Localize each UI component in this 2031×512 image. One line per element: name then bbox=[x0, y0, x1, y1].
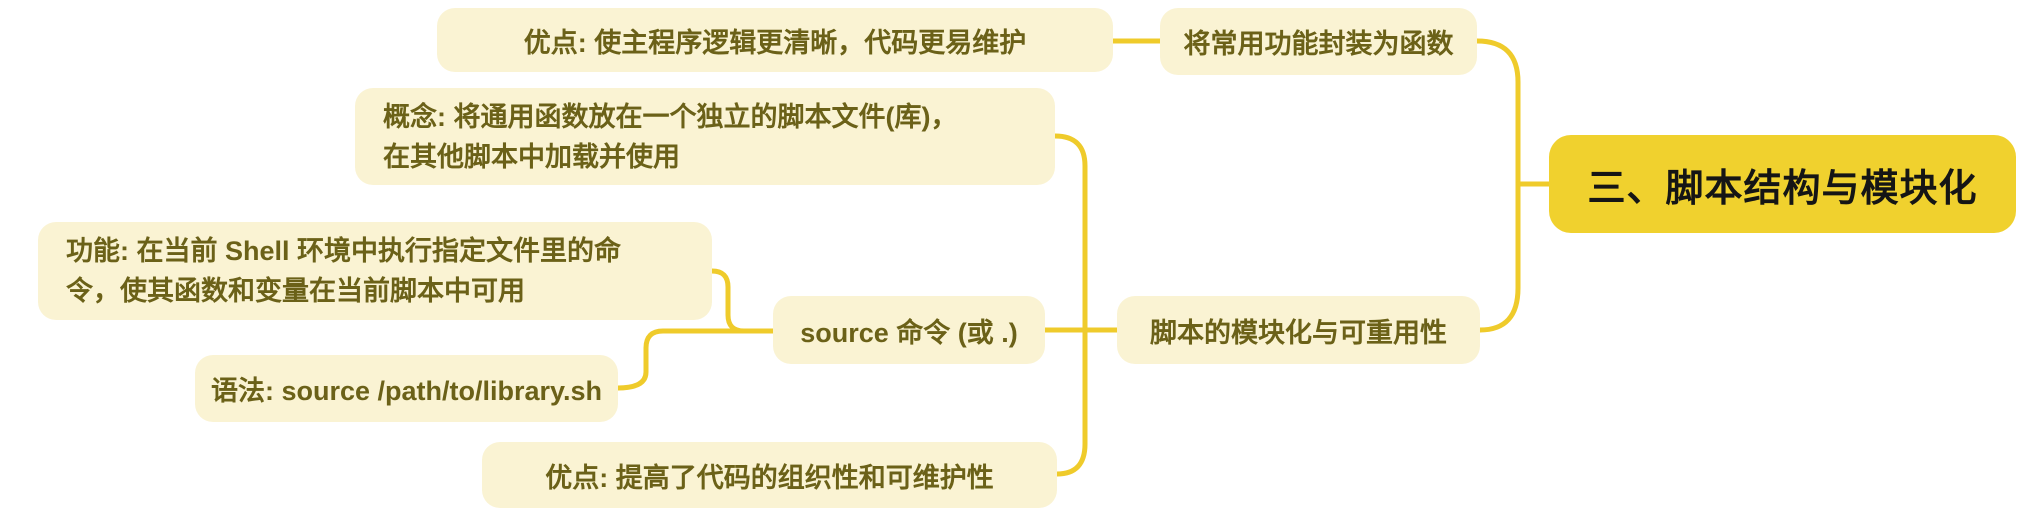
node-advantage-organization-label: 优点: 提高了代码的组织性和可维护性 bbox=[545, 462, 994, 493]
node-modularity-reusability[interactable]: 脚本的模块化与可重用性 bbox=[1117, 296, 1480, 364]
root-node[interactable]: 三、脚本结构与模块化 bbox=[1549, 135, 2016, 233]
node-concept-line2: 在其他脚本中加载并使用 bbox=[383, 141, 680, 172]
node-encapsulate-functions-label: 将常用功能封装为函数 bbox=[1183, 29, 1454, 59]
node-concept[interactable]: 概念: 将通用函数放在一个独立的脚本文件(库)， 在其他脚本中加载并使用 bbox=[355, 88, 1055, 185]
node-advantage-clearer-logic[interactable]: 优点: 使主程序逻辑更清晰，代码更易维护 bbox=[437, 8, 1113, 72]
root-node-label: 三、脚本结构与模块化 bbox=[1587, 167, 1978, 210]
node-source-syntax[interactable]: 语法: source /path/to/library.sh bbox=[195, 355, 618, 422]
connector-branches-trunk bbox=[1474, 38, 1521, 333]
node-advantage-organization[interactable]: 优点: 提高了代码的组织性和可维护性 bbox=[482, 442, 1057, 508]
node-modularity-reusability-label: 脚本的模块化与可重用性 bbox=[1150, 317, 1447, 348]
connector-syntax-to-source bbox=[615, 328, 776, 391]
node-source-command-label: source 命令 (或 .) bbox=[800, 317, 1018, 348]
node-source-syntax-label: 语法: source /path/to/library.sh bbox=[210, 376, 603, 406]
node-source-function-line2: 令，使其函数和变量在当前脚本中可用 bbox=[66, 276, 525, 306]
connector-modularity-children-trunk bbox=[1052, 133, 1088, 477]
node-source-command[interactable]: source 命令 (或 .) bbox=[773, 296, 1045, 364]
connector-function-to-source bbox=[709, 268, 776, 334]
node-source-function-line1: 功能: 在当前 Shell 环境中执行指定文件里的命 bbox=[66, 236, 622, 266]
node-encapsulate-functions[interactable]: 将常用功能封装为函数 bbox=[1160, 8, 1477, 75]
node-advantage-clearer-logic-label: 优点: 使主程序逻辑更清晰，代码更易维护 bbox=[523, 27, 1027, 58]
node-source-function[interactable]: 功能: 在当前 Shell 环境中执行指定文件里的命 令，使其函数和变量在当前脚… bbox=[38, 222, 712, 320]
node-concept-line1: 概念: 将通用函数放在一个独立的脚本文件(库)， bbox=[383, 101, 958, 132]
